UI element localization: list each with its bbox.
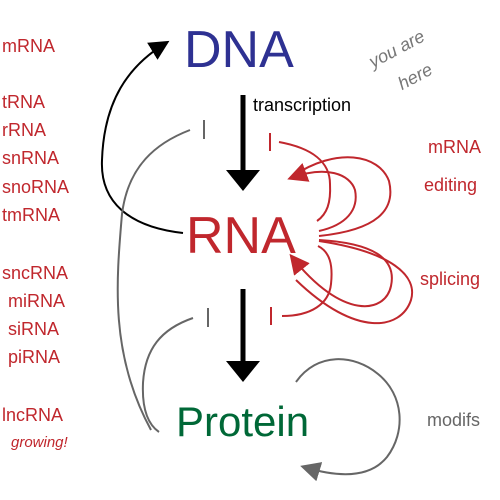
rna-class-trna: tRNA — [2, 92, 46, 112]
inhibition-bar-icon — [278, 141, 332, 222]
rna-class-tmrna: tmRNA — [2, 205, 60, 225]
down-arrow-icon — [226, 95, 260, 191]
curved-return-arrow-icon — [295, 358, 401, 482]
processing-editing: editing — [424, 175, 478, 195]
transcription-label: transcription — [253, 95, 352, 115]
rna-class-snorna: snoRNA — [2, 177, 70, 197]
curved-return-arrow-icon — [289, 239, 393, 308]
inhibition-bar-icon — [141, 317, 194, 433]
processing-mrna: mRNA — [428, 137, 481, 157]
protein-node: Protein — [176, 398, 310, 445]
down-arrow-icon — [226, 289, 260, 382]
curved-return-arrow-icon — [287, 163, 357, 232]
rna-class-mirna: miRNA — [8, 291, 65, 311]
processing-splicing: splicing — [420, 269, 481, 289]
curved-return-arrow-icon — [295, 240, 414, 325]
rna-class-mrna: mRNA — [2, 36, 55, 56]
rna-class-rrna: rRNA — [2, 120, 46, 140]
dna-node: DNA — [184, 21, 294, 79]
curved-return-arrow-icon — [100, 40, 184, 234]
curved-return-arrow-icon — [292, 156, 392, 237]
rna-class-lncrna: lncRNA — [2, 405, 64, 425]
rna-node: RNA — [186, 207, 296, 265]
rna-class-pirna: piRNA — [8, 347, 61, 367]
protein-modifs-label: modifs — [427, 410, 481, 430]
inhibition-bar-icon — [116, 129, 191, 431]
inhibition-bar-icon — [281, 245, 333, 317]
rna-class-sirna: siRNA — [8, 319, 60, 339]
growing-note: growing! — [11, 434, 68, 451]
rna-class-sncrna: sncRNA — [2, 263, 69, 283]
rna-class-snrna: snRNA — [2, 148, 60, 168]
